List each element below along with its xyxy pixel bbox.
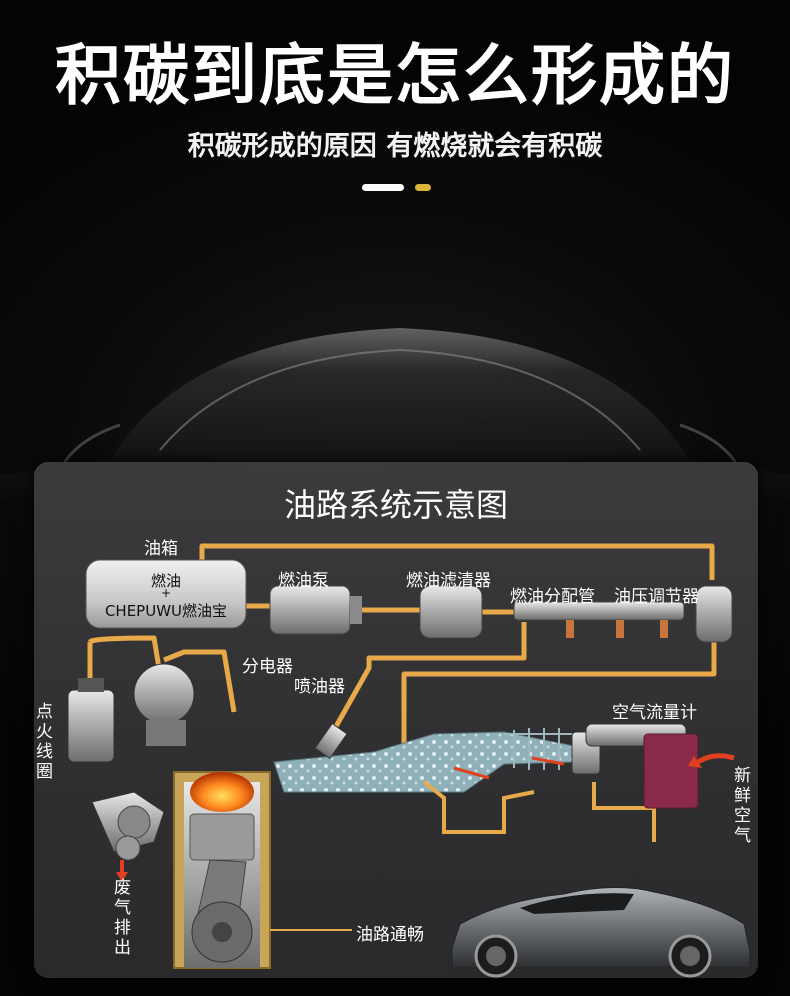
engine-cylinder [173, 771, 271, 969]
tank-label-plus: + [160, 586, 172, 600]
fuel-filter [419, 585, 483, 639]
tank-label-product: CHEPUWU燃油宝 [104, 602, 228, 620]
main-title: 积碳到底是怎么形成的 [55, 37, 735, 114]
sports-car-image [451, 887, 751, 978]
label-air-flow-meter: 空气流量计 [612, 703, 697, 723]
exhaust-valve [91, 791, 165, 861]
air-filter-box [643, 733, 699, 809]
tank-label-fuel: 燃油 [150, 572, 181, 590]
subtitle: 积碳形成的原因 有燃烧就会有积碳 [187, 131, 603, 162]
distributor [133, 663, 195, 746]
title-divider-gold [415, 184, 431, 191]
diagram-title: 油路系统示意图 [283, 486, 508, 524]
fuel-tank [85, 559, 247, 629]
injector [314, 722, 348, 760]
fuel-rail [513, 601, 685, 638]
label-fuel-pump: 燃油泵 [278, 571, 329, 591]
label-fresh-air: 新鲜空气 [734, 766, 751, 846]
pressure-regulator [695, 585, 733, 643]
diagram-panel: 油路系统示意图 [34, 462, 758, 978]
fresh-air-arrow [688, 753, 735, 768]
exhaust-arrow [116, 860, 128, 882]
car-silhouette-image [0, 328, 790, 500]
label-pressure-regulator: 油压调节器 [614, 587, 699, 607]
title-divider-white [362, 184, 404, 191]
label-injector: 喷油器 [294, 677, 345, 697]
label-distributor: 分电器 [242, 657, 293, 677]
label-exhaust: 废气排出 [114, 878, 131, 958]
ignition-coil [67, 678, 115, 763]
label-fuel-tank: 油箱 [144, 539, 178, 559]
label-smooth-fuel: 油路通畅 [356, 925, 424, 945]
fuel-system-diagram [67, 543, 751, 978]
fuel-pump [269, 585, 362, 635]
label-fuel-rail: 燃油分配管 [510, 587, 595, 607]
label-fuel-filter: 燃油滤清器 [406, 571, 491, 591]
label-ignition-coil: 点火线圈 [36, 702, 53, 782]
